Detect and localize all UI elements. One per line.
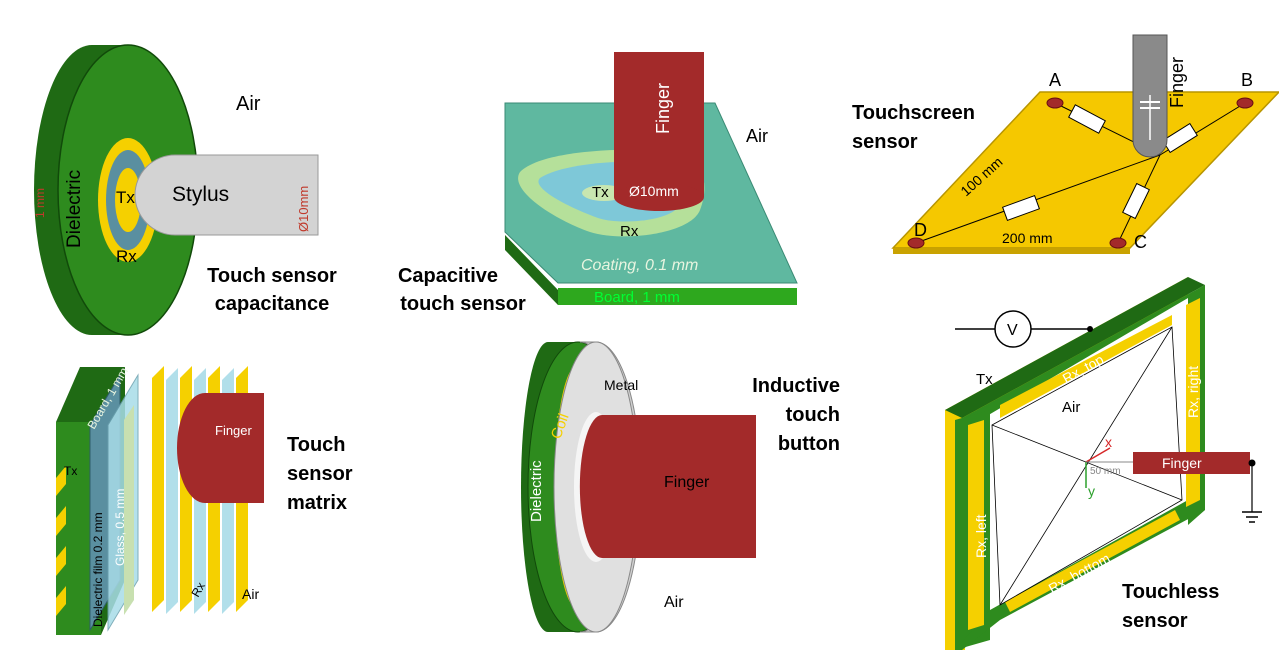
finger-tip <box>614 183 704 211</box>
rx-left-electrode <box>968 420 984 630</box>
electrode-c <box>1109 237 1127 249</box>
diameter-label: Ø10mm <box>629 183 679 199</box>
tx-label: Tx <box>976 371 993 388</box>
resistor-b <box>1162 122 1198 154</box>
air-label: Air <box>746 126 768 146</box>
resistor-c <box>1122 182 1150 220</box>
caption-line-1: Capacitive <box>398 265 498 287</box>
panel-touchscreen: Finger A B C D 100 mm 200 mm Touchscreen… <box>852 34 1279 254</box>
caption-line-1: Touchless <box>1122 581 1219 603</box>
y-axis-label: y <box>1088 483 1095 499</box>
caption-line-1: Touchscreen <box>852 102 975 124</box>
resistor-a <box>1068 104 1106 134</box>
dielectric-label: Dielectric <box>64 170 85 248</box>
finger <box>177 393 264 503</box>
finger-body <box>614 52 704 197</box>
distance-label: 50 mm <box>1090 466 1121 477</box>
corner-d-label: D <box>914 220 927 240</box>
tx-electrode <box>115 168 141 232</box>
caption-line-2: sensor <box>1122 610 1188 632</box>
rx-label: Rx <box>620 223 639 240</box>
rx-strip-2 <box>152 366 164 612</box>
metal-label: Metal <box>604 377 638 393</box>
tx-label: Tx <box>116 188 135 207</box>
caption-line-2: touch sensor <box>400 293 526 315</box>
thickness-label: 1 mm <box>33 188 47 218</box>
board-label: Board, 1 mm <box>594 289 680 306</box>
finger-label: Finger <box>215 423 253 438</box>
rx-right-label: Rx, right <box>1185 366 1201 418</box>
junction-dot <box>1087 326 1093 332</box>
caption-line-1: Touch sensor <box>207 265 337 287</box>
wire-d <box>915 154 1161 244</box>
tx-label: Tx <box>64 464 77 478</box>
finger <box>579 415 756 558</box>
tx-pad-3 <box>56 546 66 576</box>
resistor-d <box>1001 194 1041 222</box>
diameter-label: Ø10mm <box>296 186 311 232</box>
electrode-b <box>1236 97 1254 109</box>
caption-line-2: sensor <box>852 131 918 153</box>
screen-edge <box>893 248 1130 254</box>
stylus <box>134 154 319 236</box>
tx-pad-4 <box>56 586 66 616</box>
caption-line-2: capacitance <box>215 293 330 315</box>
coating-label: Coating, 0.1 mm <box>581 257 698 274</box>
electrode-a <box>1046 97 1064 109</box>
caption-line-1: Touch <box>287 434 346 456</box>
dim-200-label: 200 mm <box>1002 230 1053 246</box>
board-top <box>56 367 125 422</box>
dielectric-label: Dielectric <box>528 460 545 522</box>
air-label: Air <box>1062 399 1080 416</box>
rx-top-electrode <box>1000 315 1172 418</box>
air-label: Air <box>242 586 259 602</box>
glass-strip-2 <box>166 368 178 614</box>
tx-label: Tx <box>592 184 609 201</box>
tx-pad-1 <box>56 466 66 496</box>
corner-c-label: C <box>1134 232 1147 252</box>
caption-line-1: Inductive <box>752 375 840 397</box>
tx-pad-2 <box>56 506 66 536</box>
frame-top-outer <box>945 277 1205 418</box>
rx-left-label: Rx, left <box>973 514 989 558</box>
film-label: Dielectric film 0.2 mm <box>91 512 105 627</box>
corner-a-label: A <box>1049 70 1061 90</box>
caption-line-3: button <box>778 433 840 455</box>
rx-bottom-electrode <box>1005 510 1180 612</box>
air-label: Air <box>236 93 261 115</box>
panel-capacitance: Air Dielectric 1 mm Tx Rx Stylus Ø10mm T… <box>33 44 337 336</box>
rx-label: Rx <box>188 580 207 600</box>
finger-label: Finger <box>653 83 673 134</box>
corner-b-label: B <box>1241 70 1253 90</box>
panel-matrix: Board, 1 mm Tx Dielectric film 0.2 mm Gl… <box>56 365 353 635</box>
rx-label: Rx <box>116 247 137 266</box>
electrode-d <box>907 237 925 249</box>
stylus-label: Stylus <box>172 183 229 206</box>
finger-label: Finger <box>664 474 710 491</box>
voltmeter-label: V <box>1007 322 1018 339</box>
caption-line-3: matrix <box>287 492 347 514</box>
air-label: Air <box>664 594 684 611</box>
panel-capacitive: Finger Air Tx Ø10mm Rx Coating, 0.1 mm B… <box>398 52 798 315</box>
caption-line-2: touch <box>786 404 840 426</box>
board-front <box>558 288 797 305</box>
x-axis-arrow <box>1085 447 1111 463</box>
glass-label: Glass, 0.5 mm <box>113 489 127 566</box>
rx-strip-1 <box>124 405 134 615</box>
finger <box>1133 452 1250 474</box>
panel-touchless: V Tx Rx, top Rx, right Rx, left Rx, bott… <box>945 277 1262 650</box>
frame-top-bar <box>962 285 1205 500</box>
x-axis-label: x <box>1105 434 1112 450</box>
panel-inductive: Dielectric Coil Metal Finger Air Inducti… <box>521 341 840 633</box>
finger-label: Finger <box>1162 455 1202 471</box>
caption-line-2: sensor <box>287 463 353 485</box>
finger-label: Finger <box>1167 57 1187 108</box>
